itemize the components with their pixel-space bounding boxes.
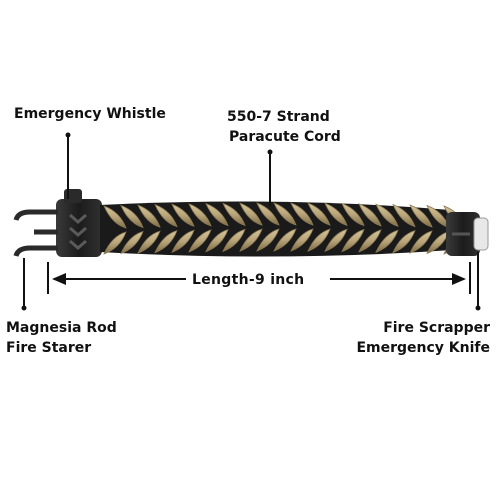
braid-strand-upper (273, 202, 297, 226)
braid-strand-upper (290, 202, 314, 226)
braid-strand-upper (239, 202, 263, 226)
pointer-lines (21, 132, 481, 311)
braid-strand-upper (188, 203, 212, 227)
braid-strand-lower (409, 230, 433, 254)
braid-strand-upper (392, 203, 416, 228)
braid-strand-upper (205, 202, 229, 227)
braid-strand-upper (358, 203, 382, 227)
knife-buckle (446, 212, 489, 256)
braid-strand-lower (307, 228, 331, 252)
braid-strand-upper (375, 203, 399, 227)
length-label: Length-9 inch (192, 272, 305, 288)
paracord-label-line1: 550-7 Strand (227, 109, 330, 125)
braid-strand-lower (120, 230, 144, 255)
braid-strand-lower (256, 228, 280, 252)
length-dimension (47, 262, 471, 294)
braid-strand-lower (375, 229, 399, 253)
braid-strand-upper (171, 203, 195, 227)
braid-strand-lower (358, 229, 382, 253)
braid-strand-lower (188, 229, 212, 253)
braid-strand-lower (239, 228, 263, 252)
magnesia-rod-label: Magnesia Rod Fire Starer (6, 318, 117, 358)
braid-strand-lower (341, 228, 365, 253)
braid-strand-upper (120, 204, 144, 229)
magnesia-rod (13, 209, 58, 257)
braid-strand-lower (273, 228, 297, 252)
braid-strand-lower (290, 228, 314, 252)
paracord-label: 550-7 Strand Paracute Cord (227, 107, 341, 147)
braid-strand-upper (103, 205, 127, 229)
paracord-braid (100, 201, 467, 257)
fire-scrapper-knife-label: Fire Scrapper Emergency Knife (356, 318, 490, 358)
braid-strand-upper (324, 202, 348, 226)
braid-strand-lower (154, 230, 178, 254)
braid-strand-lower (324, 228, 348, 253)
emergency-whistle-label: Emergency Whistle (14, 106, 166, 122)
magnesia-label-line2: Fire Starer (6, 340, 92, 356)
braid-strand-upper (256, 202, 280, 226)
braid-strand-lower (205, 228, 229, 253)
braid-strand-lower (137, 230, 161, 254)
whistle-buckle (56, 189, 102, 257)
braid-strand-upper (222, 202, 246, 226)
braid-strand-lower (103, 231, 127, 255)
braid-strand-lower (222, 228, 246, 253)
braid-strand-upper (409, 204, 433, 228)
braid-strand-upper (154, 203, 178, 228)
braid-strand-upper (307, 202, 331, 226)
paracord-label-line2: Paracute Cord (229, 129, 341, 145)
knife-label-line1: Fire Scrapper (383, 320, 490, 336)
knife-label-line2: Emergency Knife (356, 340, 490, 356)
braid-strand-upper (341, 202, 365, 227)
braid-strand-lower (171, 229, 195, 253)
braid-strand-upper (137, 204, 161, 228)
magnesia-label-line1: Magnesia Rod (6, 320, 117, 336)
braid-strand-lower (392, 229, 416, 254)
